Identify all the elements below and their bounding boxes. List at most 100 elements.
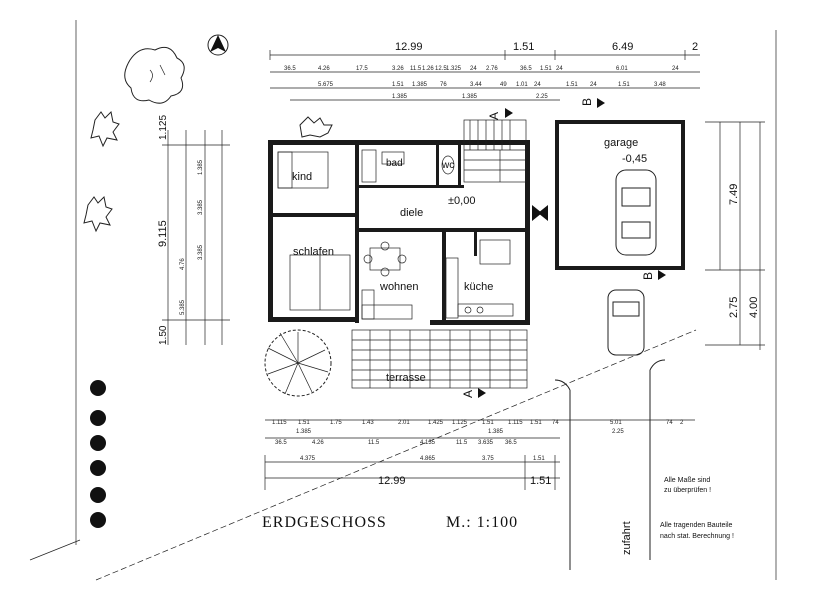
dim-label: 1.125 <box>452 420 468 426</box>
dim-label: 1.325 <box>446 66 462 72</box>
staircase <box>463 119 527 183</box>
dim-label: 1.51 <box>540 66 552 72</box>
tree-icon <box>124 46 185 104</box>
dim-label: 36.5 <box>520 66 532 72</box>
dim-label: 1.385 <box>412 82 428 88</box>
dim-label: 3.44 <box>470 82 482 88</box>
building-walls <box>268 120 685 325</box>
dim-label: 3.26 <box>392 66 404 72</box>
dim-top-right: 6.49 <box>612 41 633 53</box>
dim-label: 11.5 <box>410 66 422 72</box>
dim-label: 6.01 <box>616 66 628 72</box>
note-structure-line2: nach stat. Berechnung ! <box>660 533 734 540</box>
dim-label: 1.51 <box>533 456 545 462</box>
dim-label: 1.385 <box>296 429 312 435</box>
dim-label: 1.51 <box>530 420 542 426</box>
room-label-kind: kind <box>292 171 312 183</box>
drawing-title: ERDGESCHOSS <box>262 514 387 531</box>
car-icon <box>615 169 657 256</box>
north-arrow-icon <box>207 34 229 56</box>
level-main: ±0,00 <box>448 195 475 207</box>
dim-label: 4.76 <box>180 258 186 270</box>
dim-label: 5.385 <box>180 299 186 315</box>
section-a-label: A <box>461 390 475 398</box>
dim-top-total: 12.99 <box>395 41 423 53</box>
dim-label: 4.865 <box>420 456 436 462</box>
dim-label: 1.51 <box>618 82 630 88</box>
dim-bottom-total: 12.99 <box>378 475 406 487</box>
dim-label: 24 <box>556 66 563 72</box>
furniture <box>277 149 514 320</box>
room-label-schlafen: schlafen <box>293 246 334 258</box>
dim-label: 4.26 <box>318 66 330 72</box>
dim-label: 1.51 <box>298 420 310 426</box>
dim-top-mid: 1.51 <box>513 41 534 53</box>
north-marker-label: 2 <box>692 41 698 53</box>
dim-label: 17.5 <box>356 66 368 72</box>
tree-icon <box>264 329 332 397</box>
note-check-line2: zu überprüfen ! <box>664 487 711 494</box>
dim-label: 1.01 <box>516 82 528 88</box>
dim-label: 24 <box>672 66 679 72</box>
bottom-dimensions: 1.115 1.51 1.75 1.43 2.01 1.425 1.125 1.… <box>264 419 695 490</box>
level-garage: -0,45 <box>622 153 647 165</box>
dim-label: 1.385 <box>462 94 478 100</box>
dim-label: 1.385 <box>198 159 204 175</box>
dim-label: 3.385 <box>198 199 204 215</box>
dim-label: 24 <box>590 82 597 88</box>
dim-label: 5.675 <box>318 82 334 88</box>
dim-bottom-right: 1.51 <box>530 475 551 487</box>
dim-label: 4.135 <box>420 440 436 446</box>
dim-label: 3.48 <box>654 82 666 88</box>
dim-right-1: 7.49 <box>728 184 740 205</box>
dim-label: 36.5 <box>275 440 287 446</box>
notes: Alle Maße sind zu überprüfen ! Alle trag… <box>660 477 734 540</box>
section-b-label: B <box>641 272 655 280</box>
dim-label: 1.75 <box>330 420 342 426</box>
note-check-line1: Alle Maße sind <box>664 477 710 484</box>
dim-label: 5.01 <box>610 420 622 426</box>
dim-right-2: 2.75 <box>728 297 740 318</box>
shrub-icon <box>90 110 120 148</box>
dim-label: 24 <box>470 66 477 72</box>
dim-label: 12.5 <box>435 66 447 72</box>
drawing-scale: M.: 1:100 <box>446 514 518 531</box>
dim-label: 49 <box>500 82 507 88</box>
dim-label: 3.635 <box>478 440 494 446</box>
room-label-diele: diele <box>400 207 423 219</box>
dim-left-total: 9.115 <box>157 220 169 247</box>
right-dimensions: 7.49 2.75 4.00 <box>705 121 765 350</box>
dim-label: 3.75 <box>482 456 494 462</box>
dim-label: 1.51 <box>566 82 578 88</box>
dim-label: 2.01 <box>398 420 410 426</box>
dim-label: 2 <box>680 420 684 426</box>
dim-label: 3.385 <box>198 244 204 260</box>
section-a-label: A <box>487 112 501 120</box>
dim-label: 2.76 <box>486 66 498 72</box>
section-markers: A B A B <box>461 98 666 398</box>
dim-right-3: 4.00 <box>748 297 760 318</box>
section-b-label: B <box>580 98 594 106</box>
property-lines <box>29 329 697 581</box>
dim-label: 1.26 <box>422 66 434 72</box>
room-label-garage: garage <box>604 137 638 149</box>
street-label: zufahrt <box>621 521 633 555</box>
note-structure-line1: Alle tragenden Bauteile <box>660 522 732 529</box>
room-label-kueche: küche <box>464 281 493 293</box>
dim-label: 1.385 <box>392 94 408 100</box>
dim-label: 2.25 <box>536 94 548 100</box>
dim-label: 2.25 <box>612 429 624 435</box>
conifer-row-icon <box>90 380 106 528</box>
shrub-icon <box>83 195 113 233</box>
dim-left-top: 1.125 <box>158 115 169 140</box>
dim-label: 1.425 <box>428 420 444 426</box>
room-label-wc: wc <box>441 160 454 171</box>
dim-label: 74 <box>666 420 673 426</box>
dim-label: 11.5 <box>368 440 380 446</box>
dim-label: 1.51 <box>482 420 494 426</box>
dim-left-bottom: 1.50 <box>158 325 169 345</box>
dim-label: 36.5 <box>284 66 296 72</box>
car-icon <box>607 289 645 356</box>
dim-label: 4.375 <box>300 456 316 462</box>
